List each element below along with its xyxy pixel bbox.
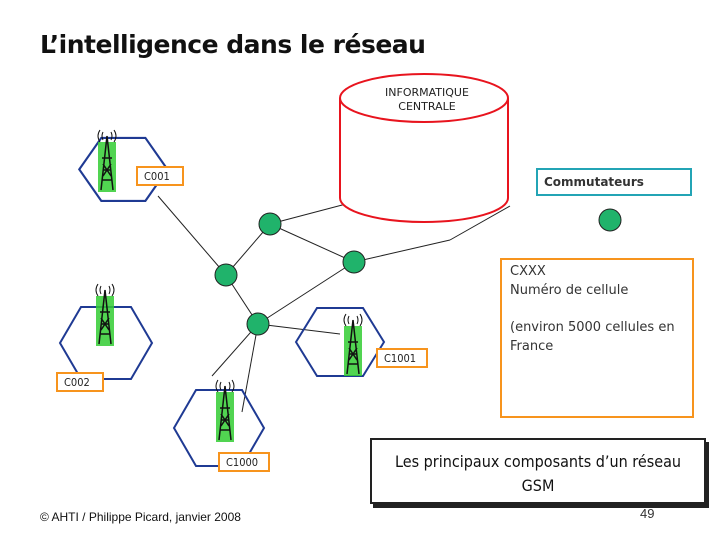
cell-label-c1000: C1000	[218, 452, 270, 472]
page-title: L’intelligence dans le réseau	[40, 30, 426, 59]
link	[257, 261, 355, 325]
switches-label: Commutateurs	[536, 168, 692, 196]
cell-c1000	[172, 389, 266, 467]
antenna-icon	[97, 129, 117, 192]
link	[269, 203, 347, 225]
antenna-icon	[95, 283, 115, 346]
cell-label-c001: C001	[136, 166, 184, 186]
cell-label-c1001: C1001	[376, 348, 428, 368]
network-links	[157, 195, 511, 413]
footer-credit: © AHTI / Philippe Picard, janvier 2008	[40, 510, 241, 524]
cell-c1001	[294, 307, 386, 377]
info-line3: (environ 5000 cellules en	[510, 320, 675, 335]
central-label-line1: INFORMATIQUE	[385, 86, 469, 99]
switch-nodes	[214, 208, 622, 336]
central-label-line2: CENTRALE	[398, 100, 456, 113]
antenna-icon	[215, 379, 235, 442]
link	[241, 323, 259, 413]
link	[449, 205, 511, 241]
link	[353, 239, 451, 263]
link	[269, 223, 355, 263]
cell-label-c002: C002	[56, 372, 104, 392]
switch-node	[214, 263, 238, 287]
antenna-icon	[343, 313, 363, 376]
link	[157, 195, 227, 276]
caption-line1: Les principaux composants d’un réseau	[394, 452, 682, 471]
info-line2: Numéro de cellule	[510, 283, 629, 298]
central-database-icon	[339, 73, 509, 223]
page-number: 49	[640, 506, 655, 521]
link	[211, 323, 259, 377]
switch-node	[258, 212, 282, 236]
switch-node	[246, 312, 270, 336]
switch-node	[342, 250, 366, 274]
caption-line2: GSM	[521, 476, 555, 495]
info-line4: France	[510, 339, 554, 354]
caption-box: Les principaux composants d’un réseau GS…	[370, 438, 706, 504]
link	[257, 323, 341, 335]
central-database-label: INFORMATIQUE CENTRALE	[360, 86, 494, 114]
info-line1: CXXX	[510, 264, 546, 279]
cell-info-box: CXXX Numéro de cellule (environ 5000 cel…	[500, 258, 694, 418]
switch-node-legend	[598, 208, 622, 232]
